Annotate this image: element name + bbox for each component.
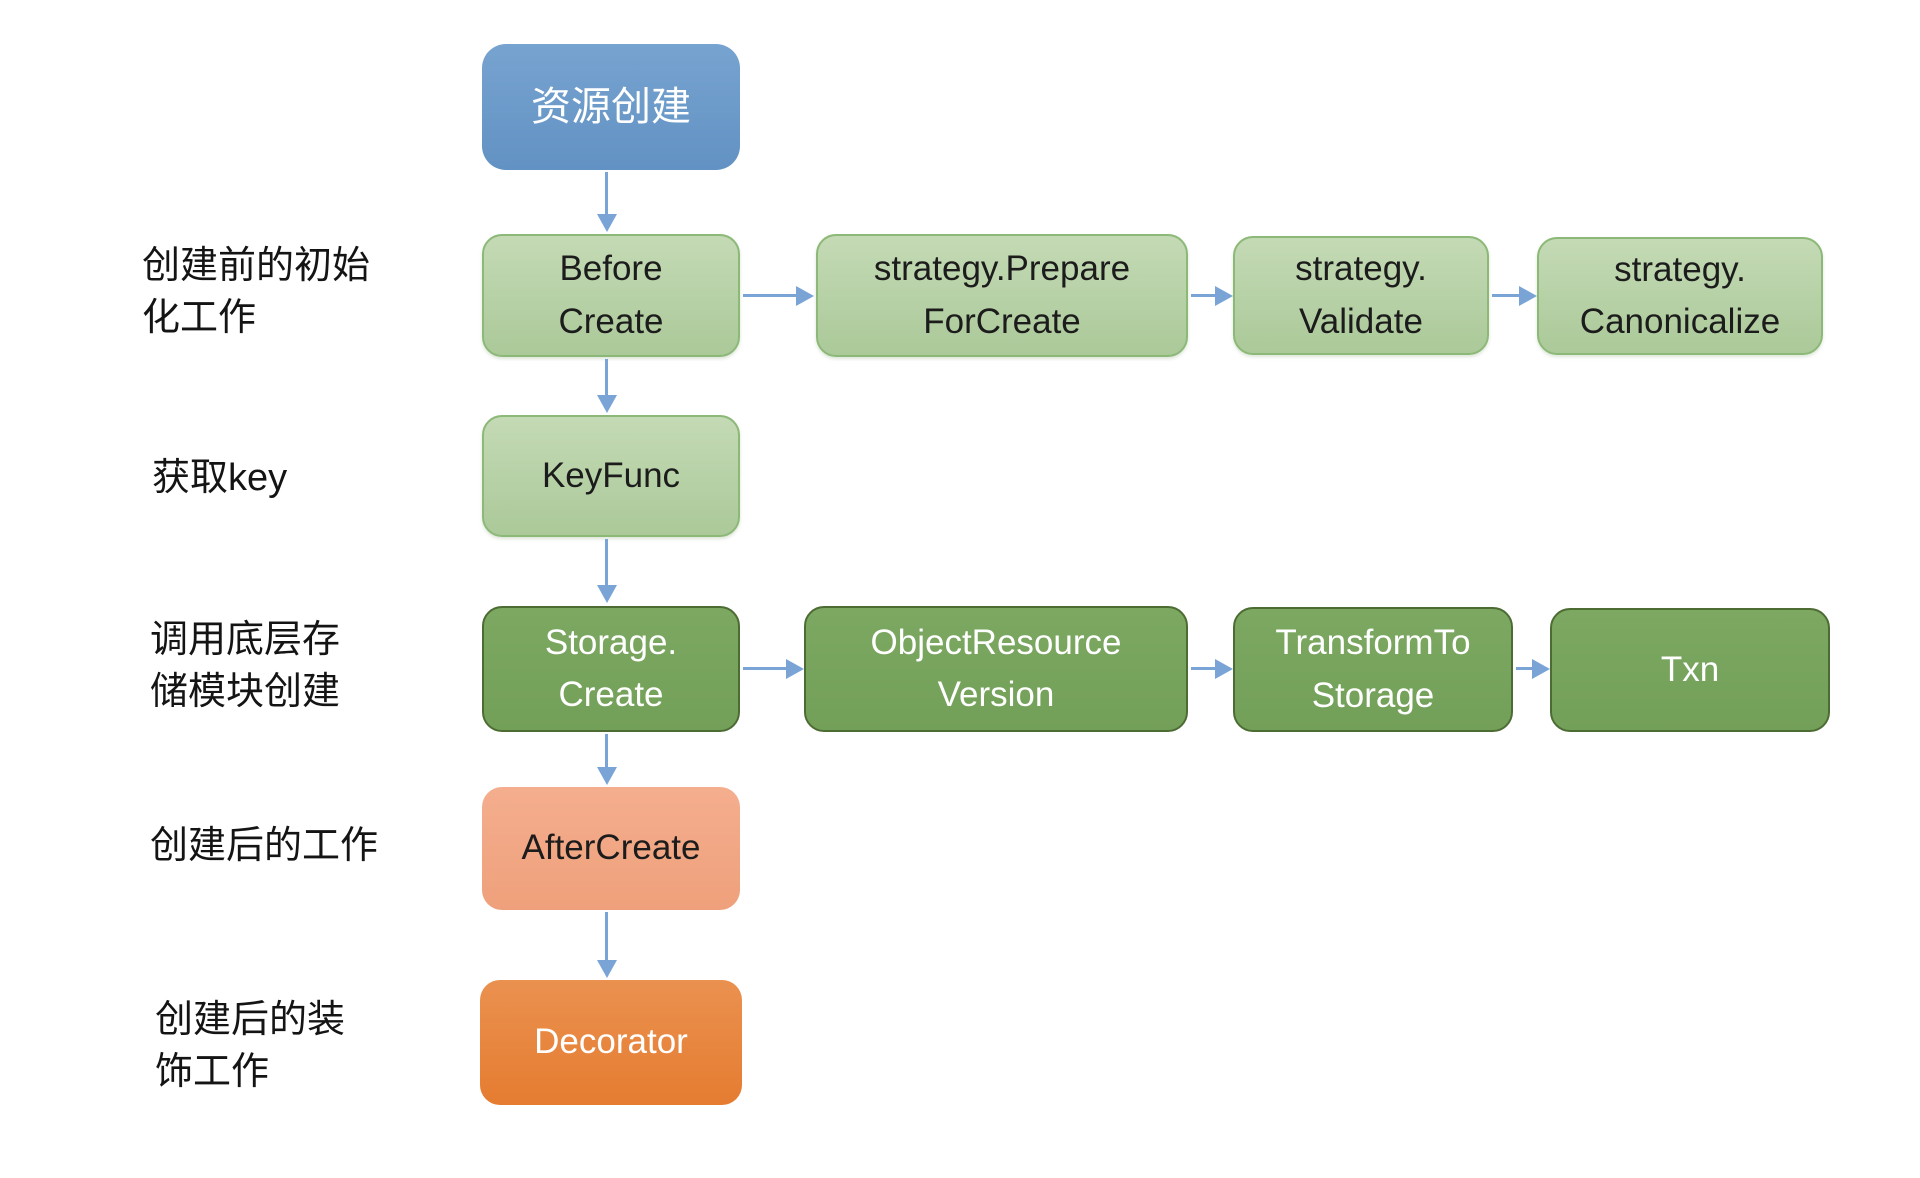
arrow-storage-create-to-after-create — [605, 734, 608, 767]
label-pre-create-init: 创建前的初始 化工作 — [142, 245, 371, 340]
arrow-transform-to-txn — [1516, 667, 1532, 670]
label-get-key: 获取key — [152, 457, 288, 499]
node-storage-create: Storage. Create — [482, 606, 740, 732]
arrow-start-to-before-create — [605, 172, 608, 214]
node-strategy-prepare-for-create: strategy.Prepare ForCreate — [816, 234, 1188, 357]
label-post-create: 创建后的工作 — [150, 825, 379, 867]
arrow-before-create-to-prepare — [743, 294, 796, 297]
node-transform-to-storage: TransformTo Storage — [1233, 607, 1513, 732]
arrow-after-create-to-decorator — [605, 912, 608, 960]
arrow-validate-to-canonicalize — [1492, 294, 1519, 297]
node-strategy-validate: strategy. Validate — [1233, 236, 1489, 355]
arrow-storage-create-to-orv — [743, 667, 786, 670]
node-txn: Txn — [1550, 608, 1830, 732]
node-decorator: Decorator — [480, 980, 742, 1105]
node-resource-create: 资源创建 — [482, 44, 740, 170]
arrow-keyfunc-to-storage-create — [605, 539, 608, 585]
node-object-resource-version: ObjectResource Version — [804, 606, 1188, 732]
label-post-decorate: 创建后的装 饰工作 — [155, 999, 346, 1094]
arrow-orv-to-transform — [1191, 667, 1215, 670]
label-call-storage: 调用底层存 储模块创建 — [150, 619, 341, 714]
node-keyfunc: KeyFunc — [482, 415, 740, 537]
node-strategy-canonicalize: strategy. Canonicalize — [1537, 237, 1823, 355]
node-before-create: Before Create — [482, 234, 740, 357]
arrow-prepare-to-validate — [1191, 294, 1215, 297]
arrow-before-create-to-keyfunc — [605, 359, 608, 395]
node-after-create: AfterCreate — [482, 787, 740, 910]
